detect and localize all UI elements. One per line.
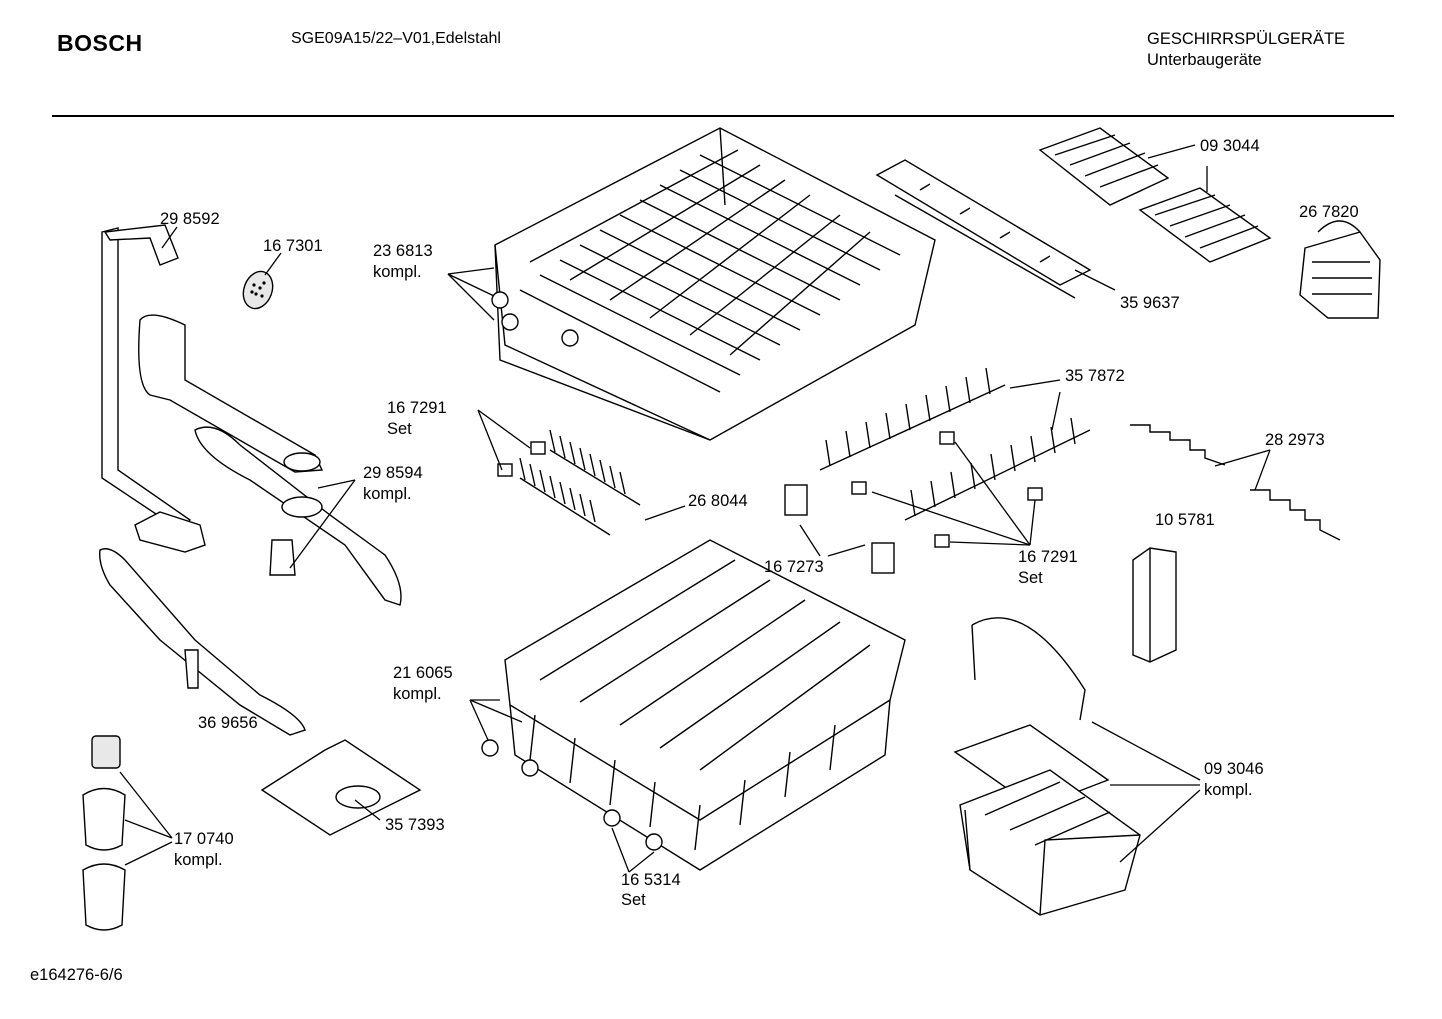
spray-nozzle-disc xyxy=(242,270,274,310)
label-165314: 16 5314 xyxy=(621,871,681,889)
label-357872: 35 7872 xyxy=(1065,367,1125,385)
label-165314-sub: Set xyxy=(621,891,646,909)
cutlery-basket-large xyxy=(953,617,1141,916)
label-357393: 35 7393 xyxy=(385,816,445,834)
filter-plate xyxy=(260,739,422,836)
micro-filter xyxy=(82,735,126,931)
lower-spray-arm xyxy=(99,548,306,736)
label-236813: 23 6813 xyxy=(373,242,433,260)
label-105781: 10 5781 xyxy=(1155,511,1215,529)
label-167291-lower: 16 7291 xyxy=(1018,548,1078,566)
category-subtitle: Unterbaugeräte xyxy=(1147,51,1262,69)
label-093046: 09 3046 xyxy=(1204,760,1264,778)
label-298594-sub: kompl. xyxy=(363,485,412,503)
label-167291-upper-sub: Set xyxy=(387,420,412,438)
cup-shelf-tines-left xyxy=(497,429,641,536)
cutlery-basket-small xyxy=(1299,220,1381,319)
label-216065: 21 6065 xyxy=(393,664,453,682)
label-167301: 16 7301 xyxy=(263,237,323,255)
spray-supply-pipe xyxy=(101,224,192,531)
knife-rack-rails xyxy=(1130,424,1341,541)
upper-spray-arm-pipe xyxy=(138,314,324,473)
label-298594: 29 8594 xyxy=(363,464,423,482)
label-282973: 28 2973 xyxy=(1265,431,1325,449)
label-267820: 26 7820 xyxy=(1299,203,1359,221)
label-268044: 26 8044 xyxy=(688,492,748,510)
document-id: e164276-6/6 xyxy=(30,966,123,984)
cup-shelf-upper xyxy=(875,159,1092,299)
label-216065-sub: kompl. xyxy=(393,685,442,703)
header-divider xyxy=(52,115,1394,117)
brand-logo: BOSCH xyxy=(57,30,143,56)
part-labels: 29 8592 16 7301 23 6813 kompl. 09 3044 2… xyxy=(160,137,1359,909)
cutlery-holder-insert xyxy=(1132,547,1177,663)
model-number: SGE09A15/22–V01,Edelstahl xyxy=(291,30,501,47)
label-170740: 17 0740 xyxy=(174,830,234,848)
category-title: GESCHIRRSPÜLGERÄTE xyxy=(1147,30,1346,48)
lower-basket xyxy=(481,539,906,871)
label-167273: 16 7273 xyxy=(764,558,824,576)
spray-arm-base xyxy=(134,511,206,553)
tine-brackets xyxy=(784,484,895,574)
label-167291-upper: 16 7291 xyxy=(387,399,447,417)
label-167291-lower-sub: Set xyxy=(1018,569,1043,587)
label-170740-sub: kompl. xyxy=(174,851,223,869)
label-093046-sub: kompl. xyxy=(1204,781,1253,799)
leader-lines xyxy=(119,144,1271,873)
cup-shelf-grids xyxy=(1038,127,1272,263)
middle-spray-arm xyxy=(194,426,402,606)
label-236813-sub: kompl. xyxy=(373,263,422,281)
label-359637: 35 9637 xyxy=(1120,294,1180,312)
label-298592: 29 8592 xyxy=(160,210,220,228)
label-369656: 36 9656 xyxy=(198,714,258,732)
tine-rack-right xyxy=(819,367,1091,548)
upper-basket xyxy=(491,127,936,441)
label-093044: 09 3044 xyxy=(1200,137,1260,155)
